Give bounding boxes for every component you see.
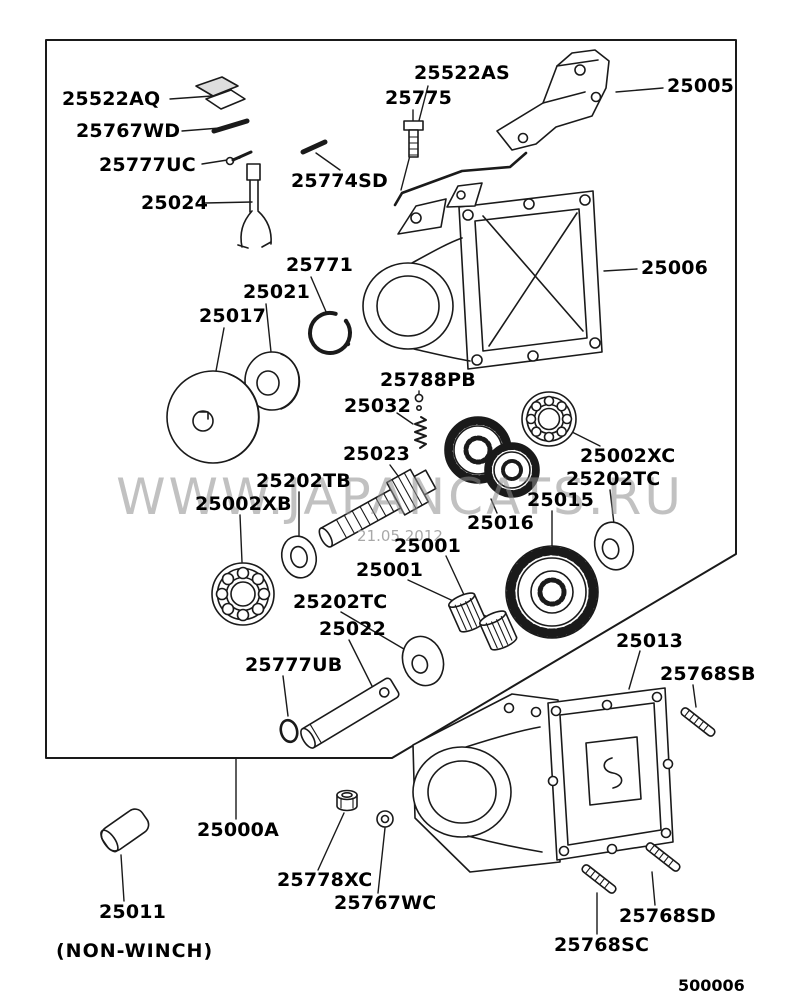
part-label-25002XB-18[interactable]: 25002XB: [195, 493, 292, 515]
part-25522AS-drawing: [393, 151, 528, 207]
part-label-25788PB-12[interactable]: 25788PB: [380, 369, 476, 391]
part-label-25024-3[interactable]: 25024: [141, 192, 209, 214]
part-25777UB-drawing: [279, 718, 299, 744]
part-25768SB-drawing: [680, 707, 716, 737]
part-label-25774SD-6[interactable]: 25774SD: [291, 170, 388, 192]
part-label-25522AQ-0[interactable]: 25522AQ: [62, 88, 161, 110]
part-label-25022-24[interactable]: 25022: [319, 618, 387, 640]
part-label-25202TC-16[interactable]: 25202TC: [566, 468, 661, 490]
part-label-25015-19[interactable]: 25015: [527, 489, 595, 511]
part-25768SD-drawing: [645, 842, 681, 872]
part-25022-drawing: [300, 677, 400, 749]
part-label-25011-33[interactable]: 25011: [99, 901, 167, 923]
part-25202TB-drawing: [280, 535, 318, 579]
part-label-25032-13[interactable]: 25032: [344, 395, 412, 417]
part-25024-drawing: [237, 163, 272, 249]
part-25767WD-drawing: [211, 118, 250, 134]
part-25774SD-drawing: [300, 139, 328, 155]
part-25002XC-drawing: [521, 391, 577, 447]
part-25011-drawing: [100, 808, 150, 853]
part-25202TC-left-drawing: [401, 635, 445, 687]
part-label-25002XC-15[interactable]: 25002XC: [580, 445, 676, 467]
part-label-25777UB-25[interactable]: 25777UB: [245, 654, 343, 676]
part-25001-drawing-b: [478, 610, 518, 651]
part-25032-drawing: [414, 416, 427, 449]
part-label-25006-8[interactable]: 25006: [641, 257, 709, 279]
non-winch-note: (NON-WINCH): [56, 940, 214, 962]
part-label-25771-9[interactable]: 25771: [286, 254, 354, 276]
part-25013-drawing: [412, 687, 674, 873]
part-25023-drawing: [318, 468, 437, 548]
part-label-25021-10[interactable]: 25021: [243, 281, 311, 303]
part-label-25768SD-31[interactable]: 25768SD: [619, 905, 716, 927]
drawing-number: 500006: [678, 976, 745, 995]
part-label-25777UC-2[interactable]: 25777UC: [99, 154, 196, 176]
part-label-25202TC-23[interactable]: 25202TC: [293, 591, 388, 613]
part-25522AQ-drawing: [195, 76, 246, 110]
part-25021-drawing: [244, 351, 301, 411]
part-label-25768SB-27[interactable]: 25768SB: [660, 663, 756, 685]
part-label-25017-11[interactable]: 25017: [199, 305, 267, 327]
part-label-25778XC-29[interactable]: 25778XC: [277, 869, 373, 891]
part-25767WC-drawing: [376, 810, 394, 828]
part-25015-drawing: [505, 545, 599, 639]
part-25001-drawing-a: [447, 592, 487, 633]
part-25778XC-drawing: [336, 789, 358, 812]
part-25006-drawing: [362, 182, 603, 370]
part-label-25768SC-32[interactable]: 25768SC: [554, 934, 650, 956]
part-25002XB-drawing: [211, 562, 275, 626]
part-25788PB-drawing: [414, 393, 424, 411]
part-label-25767WD-1[interactable]: 25767WD: [76, 120, 181, 142]
part-label-25001-21[interactable]: 25001: [394, 535, 462, 557]
part-25016-drawing: [444, 416, 540, 498]
part-label-25005-7[interactable]: 25005: [667, 75, 735, 97]
part-25771-drawing: [308, 311, 352, 355]
part-25768SC-drawing: [581, 864, 617, 894]
part-label-25000A-28[interactable]: 25000A: [197, 819, 280, 841]
part-25775-drawing: [403, 120, 424, 158]
part-label-25522AS-5[interactable]: 25522AS: [414, 62, 510, 84]
part-25017-drawing: [166, 370, 260, 464]
part-label-25767WC-30[interactable]: 25767WC: [334, 892, 437, 914]
part-label-25001-22[interactable]: 25001: [356, 559, 424, 581]
part-label-25013-26[interactable]: 25013: [616, 630, 684, 652]
part-label-25023-14[interactable]: 25023: [343, 443, 411, 465]
part-label-25202TB-17[interactable]: 25202TB: [256, 470, 351, 492]
diagram-frame: [45, 39, 737, 759]
part-25005-drawing: [496, 49, 610, 151]
part-label-25775-4[interactable]: 25775: [385, 87, 453, 109]
part-25777UC-drawing: [225, 150, 253, 166]
leader-lines: [120, 85, 697, 935]
part-25202TC-right-drawing: [593, 521, 635, 571]
part-label-25016-20[interactable]: 25016: [467, 512, 535, 534]
